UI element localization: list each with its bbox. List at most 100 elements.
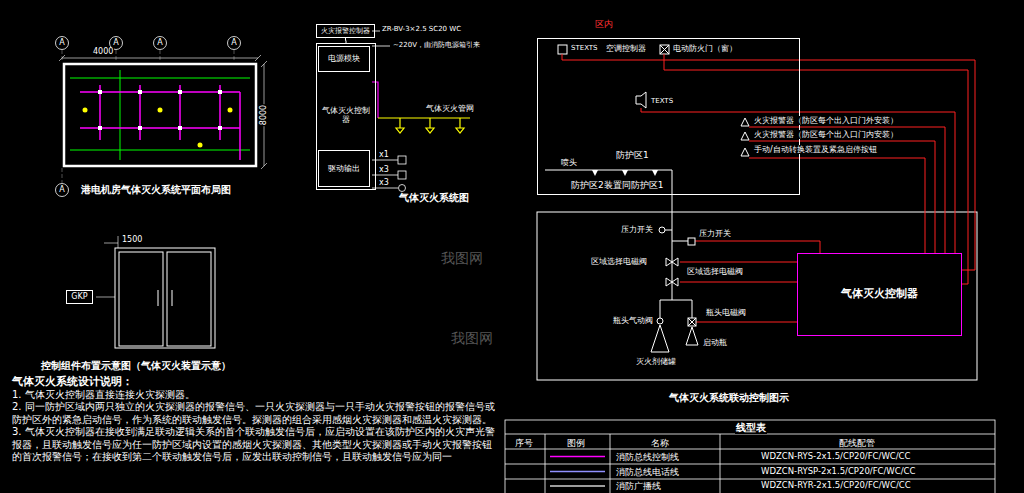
- control-wire: [695, 241, 820, 253]
- detector: [83, 108, 233, 148]
- detector: [198, 143, 203, 148]
- control-wire: [641, 108, 955, 253]
- node-text: GKP: [69, 292, 89, 301]
- table-grid: [610, 434, 611, 493]
- device-tag: STEXTS: [570, 44, 599, 52]
- watermark: 我图网: [440, 250, 484, 266]
- device-label: 启动瓶: [702, 338, 728, 347]
- note-heading: 气体灭火系统设计说明：: [12, 376, 500, 389]
- device-symbol: [558, 45, 749, 156]
- legend-text: 消防总线控制线: [615, 452, 680, 462]
- nozzle: [652, 170, 658, 176]
- controller-box: 火灾报警控制器: [316, 24, 375, 38]
- gas-pipe: [665, 230, 672, 231]
- protection-zone-frame: [537, 212, 977, 380]
- door-elevation: [96, 236, 215, 348]
- dimension-line: [261, 61, 267, 67]
- table-title: 线型表: [735, 422, 767, 434]
- dimension-line: [261, 163, 267, 169]
- gas-pipe: [429, 118, 430, 128]
- valve-symbol: [666, 278, 678, 286]
- axis-bubble: [228, 37, 241, 50]
- cylinder-symbol: [651, 325, 698, 352]
- axis-bubble: [56, 37, 241, 197]
- figure-caption: 港电机房气体灭火系统平面布局图: [80, 184, 232, 196]
- axis-bubble: [56, 184, 69, 197]
- axis-line: [62, 50, 234, 183]
- dimension: 1500: [121, 235, 143, 244]
- figure-caption: 控制组件布置示意图（气体灭火装置示意）: [40, 360, 232, 372]
- gas-pipe: [672, 241, 688, 242]
- device-label: 电动防火门（窗）: [672, 44, 738, 53]
- door: [167, 252, 211, 346]
- floor-plan: [56, 37, 268, 197]
- figure-caption: 气体灭火系统联动控制图示: [668, 392, 790, 404]
- note-text: 2. 同一防护区域内两只独立的火灾探测器的报警信号、一只火灾探测器与一只手动火灾…: [12, 401, 500, 426]
- table-grid: [545, 434, 546, 493]
- panel-label-box: GKP: [66, 290, 93, 304]
- node-text: 气体灭火控制器: [317, 106, 375, 124]
- axis-bubble: A: [230, 38, 237, 47]
- device-label: 瓶头气动阀: [612, 316, 654, 325]
- table-header: 配线配管: [838, 438, 876, 448]
- device-symbol: [660, 45, 669, 54]
- control-wire: [562, 54, 975, 270]
- quantity: x3: [378, 165, 390, 174]
- power-line: [372, 46, 390, 47]
- gas-pipe: [80, 127, 240, 129]
- nozzle: [592, 170, 658, 176]
- table-grid: [505, 479, 995, 480]
- valve-symbol: [688, 318, 696, 326]
- gas-pipe: [426, 128, 434, 133]
- cable-spec: ZR-BV-3×2.5 SC20 WC: [381, 25, 462, 33]
- table-header: 名称: [650, 438, 670, 448]
- axis-bubble: [154, 37, 167, 50]
- device-label: 火灾报警器（防区每个出入口门内安装）: [753, 130, 899, 139]
- table-grid: [505, 434, 995, 435]
- gas-pipe: [378, 118, 470, 133]
- gas-pipe: [399, 118, 400, 128]
- device-label: 火灾报警器（防区每个出入口门外安装）: [753, 116, 899, 125]
- signal-line: [372, 82, 378, 118]
- node-text: 驱动输出: [326, 164, 362, 173]
- device-symbol: [636, 92, 646, 108]
- device-label: 喷头: [560, 158, 578, 167]
- device-label: 灭火剂储罐: [635, 357, 677, 366]
- valve-symbol: [657, 227, 696, 326]
- module-box: 驱动输出: [318, 150, 370, 187]
- door: [119, 252, 163, 346]
- dimension-line: [255, 55, 261, 61]
- table-header: 序号: [514, 438, 534, 448]
- detector-line: [70, 150, 250, 151]
- output-line: [398, 171, 406, 179]
- dimension: 8000: [259, 104, 268, 126]
- zone-heading: 区内: [593, 19, 615, 29]
- device-tag: TEXTS: [650, 97, 674, 105]
- panel-box: 气体灭火控制器电源模块驱动输出: [316, 43, 376, 190]
- device-symbol: [741, 132, 749, 140]
- gas-pipe: [545, 170, 692, 318]
- figure-caption: 气体灭火系统图: [398, 192, 470, 204]
- axis-line: [116, 50, 117, 62]
- door: [172, 290, 173, 306]
- dimension-line: [96, 236, 118, 297]
- table-grid: [505, 420, 995, 493]
- zone-label: 防护区2装置同防护区1: [570, 180, 664, 190]
- pipe-label: 气体灭火管网: [425, 104, 475, 113]
- gas-pipe: [456, 128, 464, 133]
- quantity: x1: [378, 150, 390, 159]
- device-label: 区域选择电磁阀: [686, 267, 744, 276]
- line-type-table: [505, 420, 995, 493]
- gas-pipe: [80, 91, 240, 93]
- valve-symbol: [688, 238, 695, 245]
- dimension-line: [59, 55, 65, 61]
- nozzle: [178, 126, 182, 130]
- gas-pipe: [80, 85, 240, 160]
- table-grid: [505, 464, 995, 465]
- detector: [83, 108, 88, 113]
- door: [158, 290, 159, 306]
- axis-bubble: A: [156, 38, 163, 47]
- axis-line: [160, 50, 161, 62]
- nozzle: [218, 126, 222, 130]
- gas-pipe: [672, 170, 673, 300]
